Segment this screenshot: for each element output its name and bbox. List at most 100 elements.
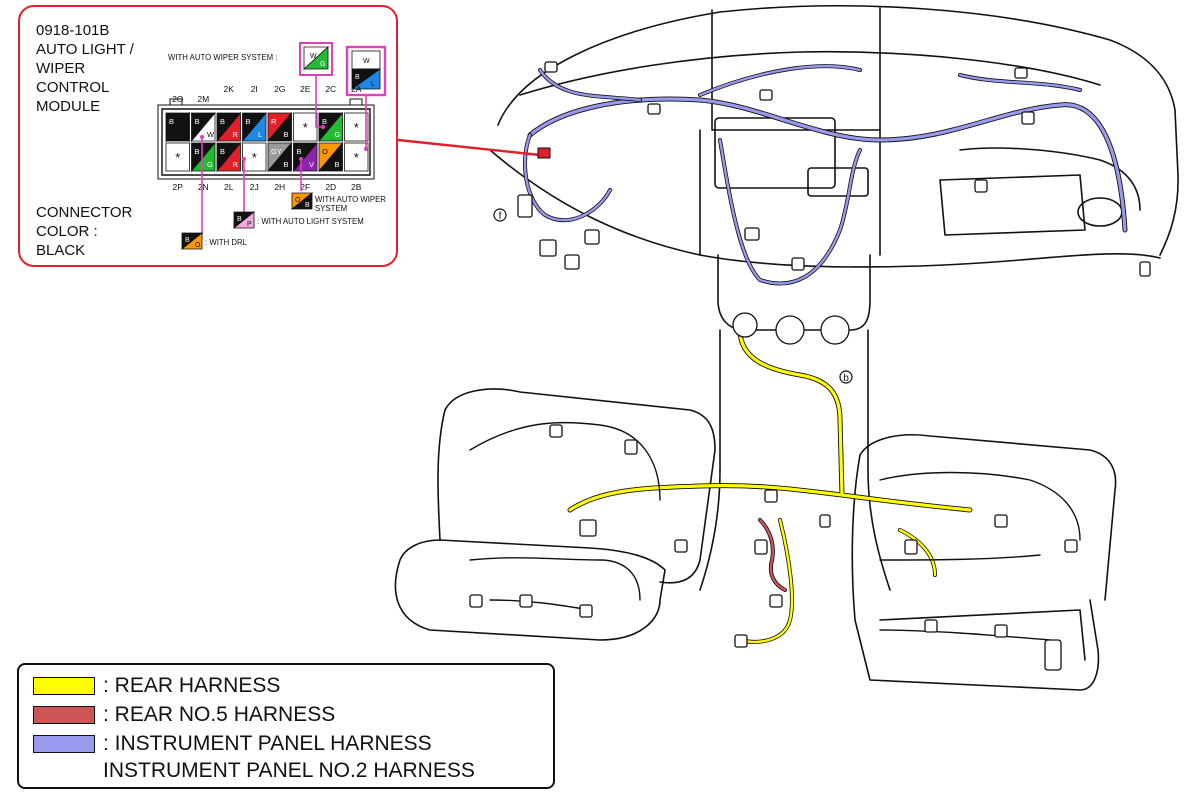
module-connector xyxy=(537,147,551,159)
connector-body xyxy=(157,98,375,180)
note-auto-wiper-2-line-2: SYSTEM xyxy=(315,204,348,213)
connector xyxy=(1044,639,1062,671)
connector-cell: GYB xyxy=(267,141,293,173)
connector-color-line-2: COLOR : xyxy=(36,223,98,240)
cell-label: * xyxy=(303,120,308,135)
svg-text:L: L xyxy=(371,81,375,88)
left-seat-side xyxy=(437,409,446,541)
center-bezel xyxy=(699,129,881,256)
cell-label: B xyxy=(220,117,225,126)
dash-outline xyxy=(497,5,1179,256)
connector-cell: * xyxy=(165,142,190,172)
marker-f-label: f xyxy=(499,211,502,222)
connector xyxy=(734,634,748,648)
cell-label: R xyxy=(233,160,239,169)
rear-harness-main xyxy=(567,327,973,513)
cell-label: B xyxy=(335,160,340,169)
drl-swatch: B O xyxy=(180,232,204,250)
connector xyxy=(584,229,600,245)
pin-label: 2H xyxy=(274,182,285,192)
legend-swatch-rear-no5 xyxy=(33,706,95,724)
connector xyxy=(744,227,760,241)
connector xyxy=(759,89,773,101)
cell-label: B xyxy=(169,117,174,126)
pin-label: 2B xyxy=(351,182,362,192)
module-name-line-3: CONTROL xyxy=(36,79,110,96)
cell-label: * xyxy=(354,120,359,135)
connector-cell: BW xyxy=(190,111,216,143)
svg-text:O: O xyxy=(295,197,301,204)
pin-label: 2K xyxy=(224,84,235,94)
cell-label: G xyxy=(335,130,341,139)
rear-no5-harness-fill xyxy=(758,518,787,592)
cell-label: W xyxy=(207,130,215,139)
connector-cell: BV xyxy=(292,141,318,173)
legend-label-rear: : REAR HARNESS xyxy=(103,674,281,697)
connector xyxy=(904,539,918,555)
cell-label: * xyxy=(354,150,359,165)
hvac-knob xyxy=(775,315,805,345)
leader-lines-pink xyxy=(201,75,367,235)
svg-text:G: G xyxy=(320,61,325,68)
legend-label-instrument-no2: INSTRUMENT PANEL NO.2 HARNESS xyxy=(103,759,475,782)
note-drl: : WITH DRL xyxy=(205,238,248,247)
instrument-harness-left-fill xyxy=(523,133,612,222)
legend-swatch-instrument xyxy=(33,735,95,753)
auto-wiper-2-swatch: O B xyxy=(290,192,314,210)
connector-callout: 0918-101B AUTO LIGHT / WIPER CONTROL MOD… xyxy=(18,5,398,267)
callout-pointer xyxy=(397,138,541,157)
connector xyxy=(579,604,593,618)
cell-label: B xyxy=(246,117,251,126)
pin-label: 2D xyxy=(325,182,336,192)
svg-text:P: P xyxy=(247,221,252,228)
svg-text:B: B xyxy=(237,216,242,223)
hvac-knob xyxy=(732,312,758,338)
cell-label: R xyxy=(233,130,239,139)
connector xyxy=(539,239,557,257)
module-name-line-4: MODULE xyxy=(36,98,101,115)
pin-label: 2M xyxy=(197,94,209,104)
connector-cell: * xyxy=(293,112,318,142)
svg-text:W: W xyxy=(310,53,317,60)
connector xyxy=(624,439,638,455)
cell-label: B xyxy=(195,147,200,156)
cell-label: * xyxy=(175,150,180,165)
connector-cell: OB xyxy=(318,141,344,173)
note-auto-light: : WITH AUTO LIGHT SYSTEM xyxy=(257,217,364,226)
rear-harness-main-fill xyxy=(568,328,972,512)
module-code: 0918-101B xyxy=(36,22,110,39)
glovebox xyxy=(939,174,1086,236)
instrument-harness-top-fill xyxy=(538,65,1082,102)
instrument-harness-center-fill xyxy=(718,138,862,285)
connector-cell: BR xyxy=(216,141,242,173)
marker-b-label: b xyxy=(843,373,849,384)
cell-label: GY xyxy=(271,147,282,156)
svg-text:W: W xyxy=(363,58,370,65)
auto-light-swatch: B P xyxy=(232,211,256,229)
connector-cell: BL xyxy=(241,111,267,143)
svg-text:B: B xyxy=(185,237,190,244)
pin-label: 2C xyxy=(325,84,336,94)
cell-label: B xyxy=(195,117,200,126)
legend-swatch-rear xyxy=(33,677,95,695)
connector xyxy=(544,61,558,73)
cell-label: O xyxy=(322,147,328,156)
connector xyxy=(819,514,831,528)
connector xyxy=(791,257,805,271)
connector xyxy=(994,514,1008,528)
marker-f xyxy=(493,208,507,222)
pin-label: 2P xyxy=(173,182,184,192)
connector xyxy=(1014,67,1028,79)
cell-label: L xyxy=(258,130,262,139)
right-vent xyxy=(1077,197,1123,227)
connector-color-line-3: BLACK xyxy=(36,242,86,259)
pin-label: 2F xyxy=(300,182,310,192)
dash-lower-edge xyxy=(489,149,1161,268)
connector xyxy=(674,539,688,553)
legend: : REAR HARNESS : REAR NO.5 HARNESS : INS… xyxy=(17,663,555,789)
connector xyxy=(564,254,580,270)
